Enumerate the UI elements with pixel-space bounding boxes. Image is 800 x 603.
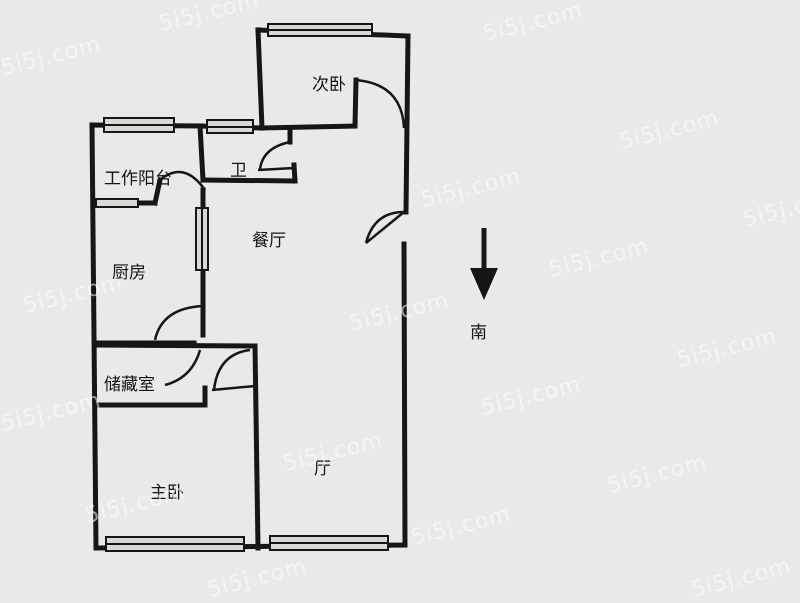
- room-label-master-bedroom: 主卧: [150, 483, 184, 503]
- door-arc: [164, 349, 202, 387]
- wall: [152, 177, 163, 206]
- room-label-work-balcony: 工作阳台: [104, 169, 172, 189]
- compass-label: 南: [470, 323, 487, 343]
- wall: [291, 162, 298, 184]
- wall: [197, 123, 206, 183]
- wall: [401, 241, 408, 548]
- room-label-storage-room: 储藏室: [104, 375, 155, 395]
- wall: [255, 27, 265, 131]
- wall: [200, 177, 298, 184]
- walls: [89, 27, 411, 551]
- room-label-kitchen: 厨房: [112, 263, 146, 283]
- wall: [259, 123, 358, 131]
- wall: [352, 77, 359, 129]
- door-arc: [212, 348, 251, 391]
- room-label-living-room: 厅: [314, 459, 331, 479]
- door-arc: [159, 170, 207, 191]
- wall: [89, 122, 99, 551]
- door-arc: [258, 140, 291, 171]
- window: [95, 198, 139, 208]
- down-arrow-icon: [470, 228, 498, 300]
- windows: [95, 23, 389, 552]
- door-leaf: [211, 384, 256, 392]
- wall: [403, 33, 411, 215]
- door-arc: [364, 210, 405, 244]
- door-arc: [153, 304, 204, 341]
- door-arc: [355, 78, 406, 129]
- wall: [93, 342, 258, 349]
- room-label-bathroom: 卫: [230, 161, 247, 181]
- room-label-secondary-bedroom: 次卧: [312, 75, 346, 95]
- door-leaf: [365, 211, 405, 244]
- room-label-dining-room: 餐厅: [252, 231, 286, 251]
- wall: [252, 343, 261, 551]
- door-leaf: [257, 166, 295, 172]
- door-swings: [153, 78, 406, 392]
